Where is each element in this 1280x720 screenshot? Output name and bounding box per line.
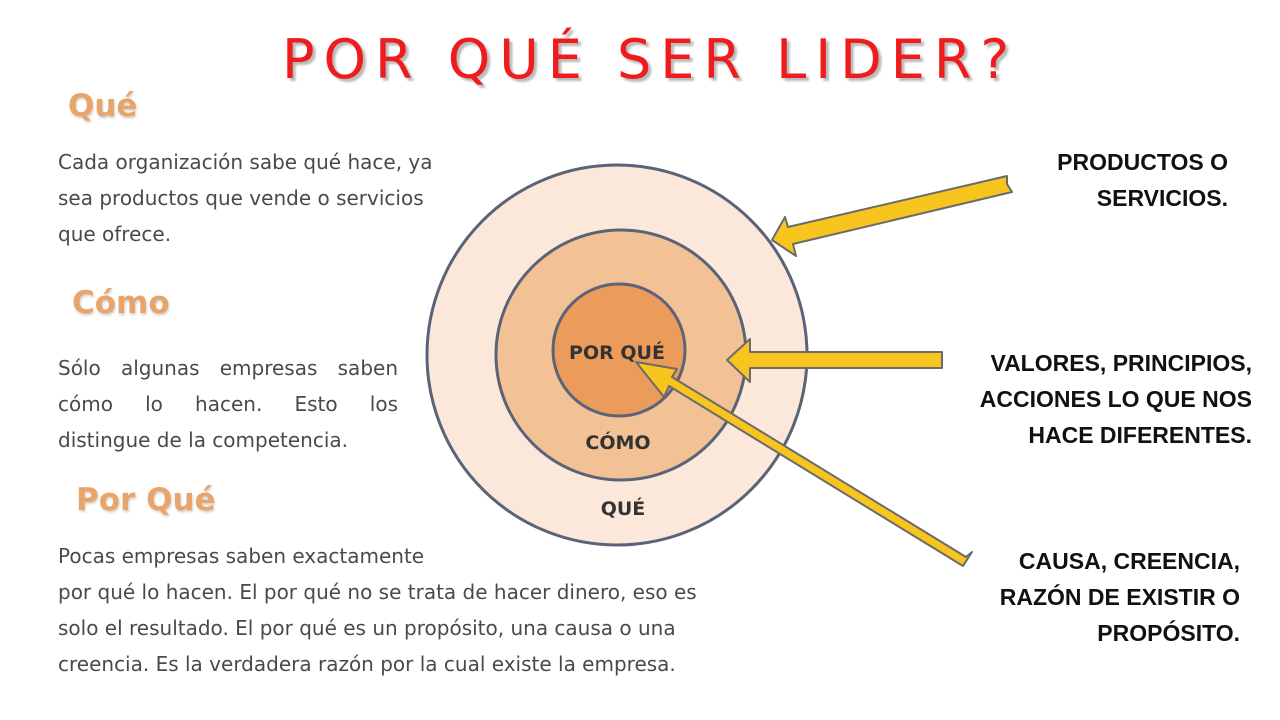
callout-line: PROPÓSITO. <box>1097 620 1240 646</box>
text-line: Sólo algunas empresas saben <box>58 356 398 380</box>
text-line: Pocas empresas saben exactamente <box>58 544 425 568</box>
heading-que: Qué <box>68 88 138 124</box>
text-line: sea productos que vende o servicios <box>58 186 424 210</box>
paragraph-por-que: Pocas empresas saben exactamente por qué… <box>58 538 697 682</box>
text-line: Cada organización sabe qué hace, ya <box>58 150 433 174</box>
callout-valores: VALORES, PRINCIPIOS, ACCIONES LO QUE NOS… <box>980 345 1252 453</box>
callout-line: PRODUCTOS O <box>1057 149 1228 175</box>
callout-productos: PRODUCTOS O SERVICIOS. <box>1057 144 1228 216</box>
text-line: solo el resultado. El por qué es un prop… <box>58 616 676 640</box>
text-line: por qué lo hacen. El por qué no se trata… <box>58 580 697 604</box>
page-title: POR QUÉ SER LIDER? <box>281 28 1019 91</box>
arrow-to-outer-ring <box>771 175 1013 257</box>
callout-causa: CAUSA, CREENCIA, RAZÓN DE EXISTIR O PROP… <box>1000 543 1240 651</box>
text-line: distingue de la competencia. <box>58 428 349 452</box>
paragraph-como: Sólo algunas empresas saben cómo lo hace… <box>58 350 398 458</box>
callout-line: ACCIONES LO QUE NOS <box>979 386 1252 412</box>
callout-line: HACE DIFERENTES. <box>1028 422 1252 448</box>
heading-como: Cómo <box>72 285 170 321</box>
label-como: CÓMO <box>585 430 650 454</box>
text-line: cómo lo hacen. Esto los <box>58 392 398 416</box>
arrow-to-middle-ring <box>726 338 943 383</box>
callout-line: SERVICIOS. <box>1096 185 1228 211</box>
callout-line: VALORES, PRINCIPIOS, <box>990 350 1252 376</box>
arrow-to-inner-ring <box>635 361 973 567</box>
label-por-que: POR QUÉ <box>569 341 665 364</box>
text-line: creencia. Es la verdadera razón por la c… <box>58 652 676 676</box>
heading-por-que: Por Qué <box>76 482 216 518</box>
text-line: que ofrece. <box>58 222 172 246</box>
paragraph-que: Cada organización sabe qué hace, ya sea … <box>58 144 433 252</box>
callout-line: CAUSA, CREENCIA, <box>1018 548 1240 574</box>
callout-line: RAZÓN DE EXISTIR O <box>999 584 1240 610</box>
label-que: QUÉ <box>601 497 646 520</box>
